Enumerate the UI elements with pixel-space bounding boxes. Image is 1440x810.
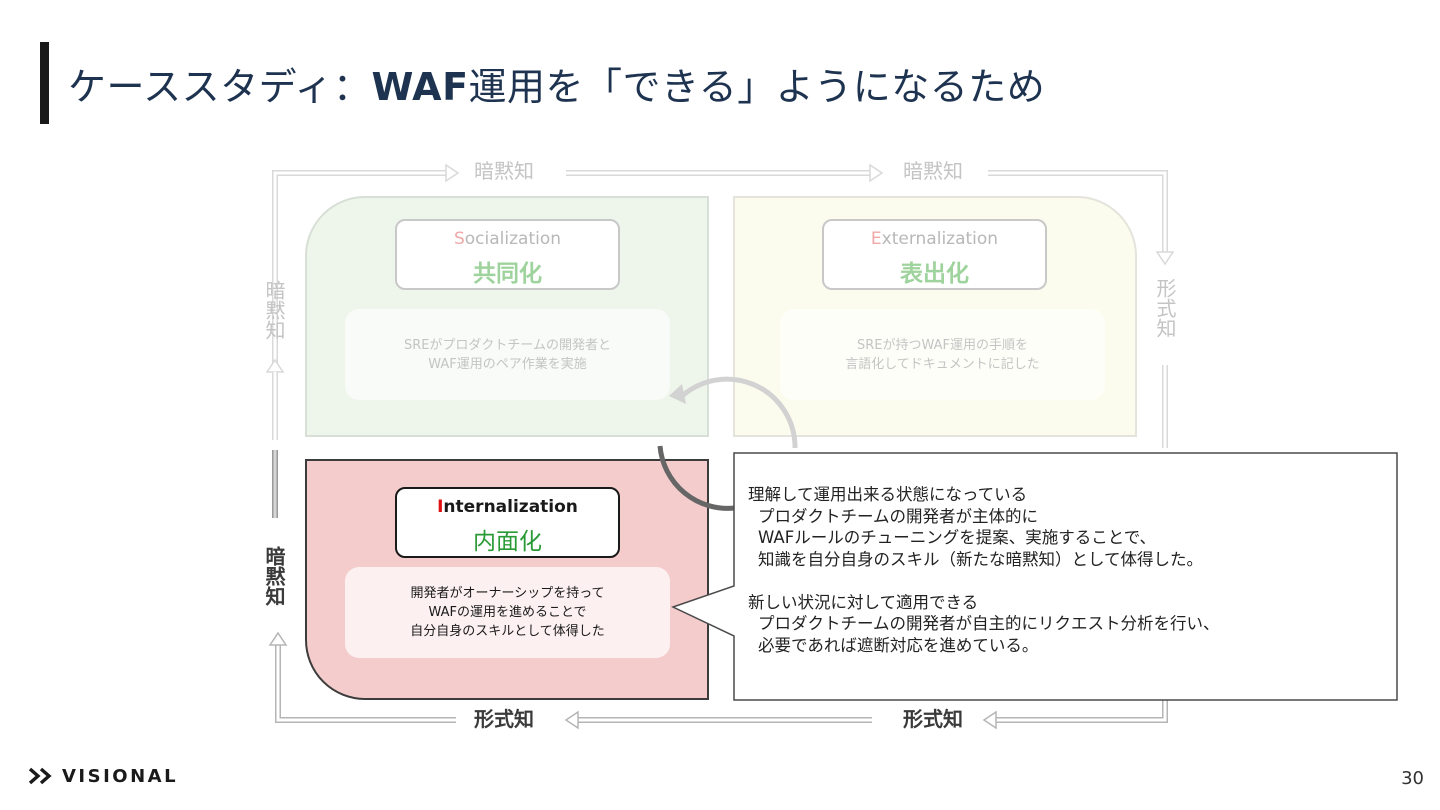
arrowhead-top-middle bbox=[869, 163, 884, 183]
internalization-jp: 内面化 bbox=[473, 529, 542, 555]
label-left-upper: 暗黙知 bbox=[262, 280, 286, 340]
arrowhead-bottom-left bbox=[268, 631, 288, 646]
card-externalization: Externalization 表出化 bbox=[822, 219, 1047, 290]
cycle-arrowhead-icon bbox=[669, 384, 686, 404]
visional-logo: VISIONAL bbox=[28, 764, 178, 788]
card-socialization: Socialization 共同化 bbox=[395, 219, 620, 290]
label-top-right: 暗黙知 bbox=[903, 159, 963, 183]
externalization-label: Externalization bbox=[870, 229, 999, 249]
callout-text: 理解して運用出来る状態になっている プロダクトチームの開発者が主体的に WAFル… bbox=[748, 484, 1388, 656]
label-top-left: 暗黙知 bbox=[474, 159, 534, 183]
arrowhead-top-right bbox=[1155, 251, 1175, 266]
cycle-arc-dark bbox=[657, 445, 736, 511]
callout-heading-2: 新しい状況に対して適用できる bbox=[748, 592, 979, 612]
externalization-jp: 表出化 bbox=[900, 261, 969, 287]
cycle-arc-light bbox=[678, 376, 798, 449]
title-accent-bar bbox=[40, 42, 49, 124]
slide-title: ケーススタディ：WAF運用を「できる」ようになるため bbox=[68, 65, 1046, 109]
internalization-label: Internalization bbox=[437, 497, 578, 517]
callout-box bbox=[671, 452, 1398, 701]
arrowhead-top-left bbox=[445, 163, 460, 183]
desc-socialization: SREがプロダクトチームの開発者と WAF運用のペア作業を実施 bbox=[345, 309, 670, 400]
page-number: 30 bbox=[1401, 768, 1424, 789]
socialization-label: Socialization bbox=[453, 229, 562, 249]
desc-internalization: 開発者がオーナーシップを持って WAFの運用を進めることで 自分自身のスキルとし… bbox=[345, 567, 670, 658]
arrowhead-bottom-right bbox=[982, 710, 997, 730]
card-internalization: Internalization 内面化 bbox=[395, 487, 620, 558]
socialization-jp: 共同化 bbox=[473, 261, 542, 287]
arrowhead-bottom-middle bbox=[564, 710, 579, 730]
label-bottom-left: 形式知 bbox=[474, 707, 534, 731]
label-bottom-right: 形式知 bbox=[903, 707, 963, 731]
callout-heading-1: 理解して運用出来る状態になっている bbox=[748, 485, 1028, 504]
label-left-lower: 暗黙知 bbox=[262, 546, 286, 606]
label-right-upper: 形式知 bbox=[1153, 278, 1177, 338]
desc-externalization: SREが持つWAF運用の手順を 言語化してドキュメントに記した bbox=[780, 309, 1105, 400]
logo-chevrons-icon bbox=[28, 767, 52, 785]
